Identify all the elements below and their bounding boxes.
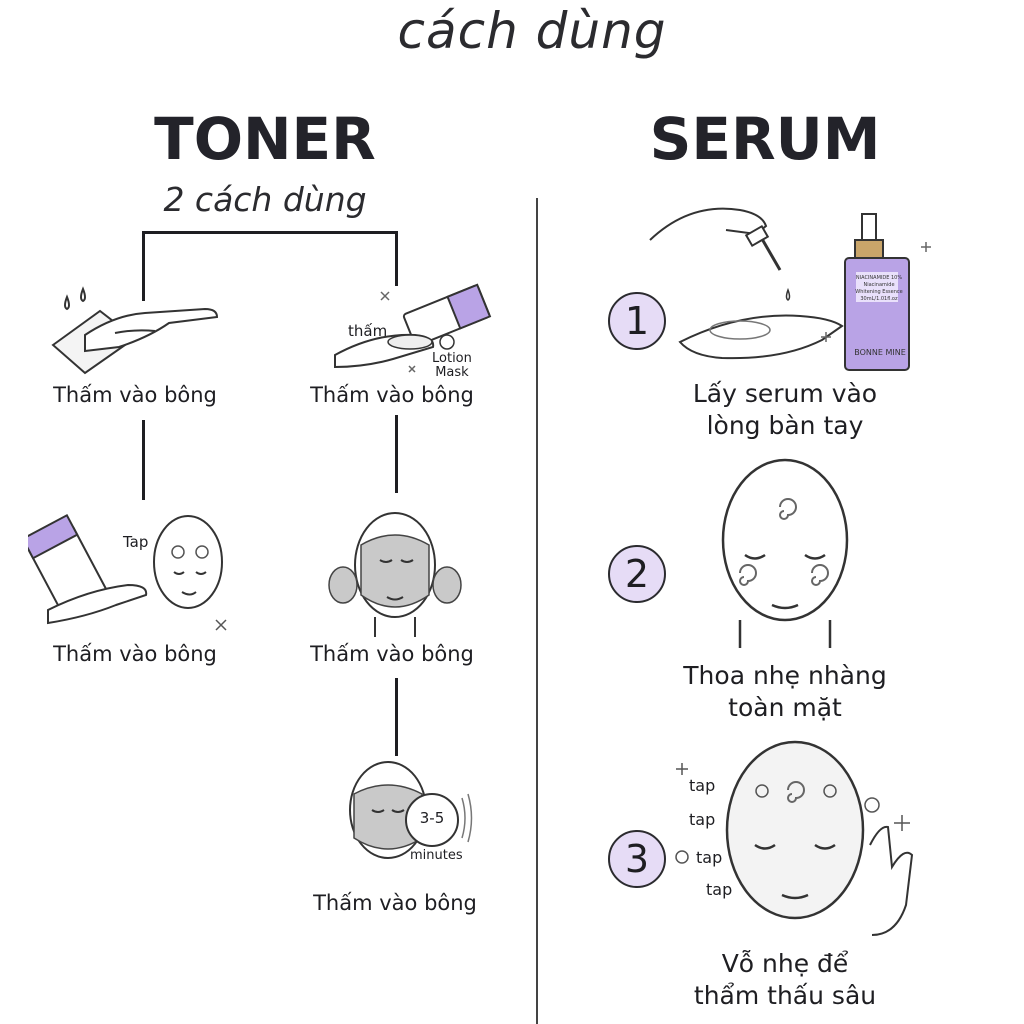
serum-step-2-line-1: Thoa nhẹ nhàng [683, 661, 887, 690]
serum-step-3-line-2: thẩm thấu sâu [693, 981, 877, 1010]
toner-heading: TONER [154, 105, 376, 173]
toner-right-step-3-label: Thấm vào bông [313, 891, 477, 915]
lotion-mask-hand-icon [325, 270, 500, 380]
serum-step-3-badge: 3 [608, 830, 666, 888]
serum-step-1-line-2: lòng bàn tay [706, 411, 864, 440]
lotion-text: Lotion [432, 351, 472, 366]
column-divider [536, 198, 538, 1024]
bottle-text-2: Niacinamide [863, 282, 895, 288]
face-mask-apply-icon [325, 505, 465, 640]
serum-step-2-label: Thoa nhẹ nhàng toàn mặt [640, 660, 930, 724]
serum-step-1-label: Lấy serum vào lòng bàn tay [640, 378, 930, 442]
page-title: cách dùng [397, 2, 667, 60]
toner-left-step-2-label: Thấm vào bông [53, 642, 217, 666]
timer-unit: minutes [410, 848, 463, 863]
lotion-mask-annotation: Lotion Mask [432, 352, 472, 380]
branch-connector [142, 231, 398, 234]
bottle-text-4: 30mL/1.01fl.oz [860, 296, 898, 302]
toner-subtitle: 2 cách dùng [163, 180, 367, 219]
thấm-annotation: thấm [348, 322, 388, 340]
connector-right-top [395, 231, 398, 286]
serum-step-3-line-1: Vỗ nhẹ để [721, 949, 849, 978]
bottle-label-text: NIACINAMIDE 10% Niacinamide Whitening Es… [849, 275, 909, 303]
connector-right-mid [395, 415, 398, 493]
serum-step-1-line-1: Lấy serum vào [692, 379, 878, 408]
toner-right-step-1-label: Thấm vào bông [310, 383, 474, 407]
face-mask-timer-icon [340, 758, 475, 873]
tap-annotation-2: tap [689, 810, 716, 829]
bottle-text-3: Whitening Essence [855, 289, 903, 295]
tap-annotation-1: tap [689, 776, 716, 795]
connector-right-bottom [395, 678, 398, 756]
connector-left-top [142, 231, 145, 301]
tap-face-toner-icon [21, 500, 243, 635]
toner-left-step-1-label: Thấm vào bông [53, 383, 217, 407]
cotton-pad-hand-icon [45, 283, 225, 378]
tap-annotation-3: tap [696, 848, 723, 867]
timer-value: 3-5 [419, 809, 445, 827]
serum-step-2-line-2: toàn mặt [728, 693, 842, 722]
face-tap-icon [670, 735, 925, 940]
toner-right-step-2-label: Thấm vào bông [310, 642, 474, 666]
face-swirl-icon [700, 455, 870, 650]
bottle-text-1: NIACINAMIDE 10% [855, 275, 903, 281]
mask-text: Mask [435, 365, 469, 380]
serum-step-3-label: Vỗ nhẹ để thẩm thấu sâu [640, 948, 930, 1012]
tap-annotation: Tap [123, 533, 149, 551]
tap-annotation-4: tap [706, 880, 733, 899]
serum-heading: SERUM [649, 105, 881, 173]
bottle-brand: BONNE MINE [854, 348, 906, 357]
serum-step-2-badge: 2 [608, 545, 666, 603]
dropper-palm-icon [640, 192, 940, 377]
connector-left-mid [142, 420, 145, 500]
serum-step-1-badge: 1 [608, 292, 666, 350]
